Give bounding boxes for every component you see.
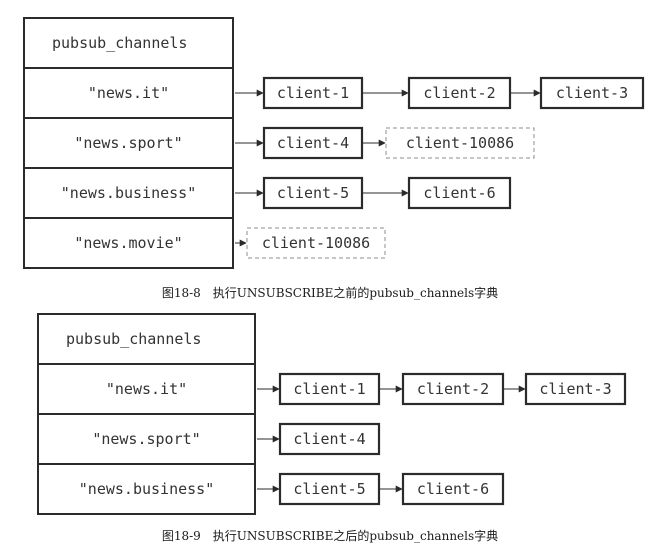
client-name: client-4	[277, 134, 349, 152]
client-name: client-4	[293, 430, 365, 448]
channel-cell	[37, 413, 256, 465]
client-name: client-2	[417, 380, 489, 398]
client-node-removed	[385, 127, 535, 159]
channel-key: "news.business"	[79, 480, 214, 498]
dict-header-cell	[37, 313, 256, 365]
client-node	[407, 176, 512, 210]
client-name: client-3	[556, 84, 628, 102]
channel-key: "news.it"	[106, 380, 187, 398]
client-name: client-5	[293, 480, 365, 498]
client-name: client-3	[539, 380, 611, 398]
figure-caption: 图18-8 执行UNSUBSCRIBE之前的pubsub_channels字典	[162, 285, 498, 300]
channel-key: "news.sport"	[74, 134, 182, 152]
client-node	[262, 126, 364, 160]
client-name: client-1	[293, 380, 365, 398]
channel-cell	[23, 167, 234, 219]
dict-label: pubsub_channels	[66, 330, 201, 348]
figure-caption: 图18-9 执行UNSUBSCRIBE之后的pubsub_channels字典	[162, 528, 498, 543]
channel-cell	[23, 217, 234, 269]
client-node	[262, 76, 364, 110]
diagram-2: pubsub_channels "news.it" client-1 client-2…	[37, 313, 627, 543]
client-name: client-10086	[406, 134, 514, 152]
client-name: client-5	[277, 184, 349, 202]
client-name: client-1	[277, 84, 349, 102]
dict-label: pubsub_channels	[52, 34, 187, 52]
client-name: client-10086	[262, 234, 370, 252]
channel-cell	[23, 67, 234, 119]
client-node	[278, 372, 381, 406]
client-node-removed	[246, 227, 386, 259]
channel-cell	[23, 117, 234, 169]
client-name: client-2	[423, 84, 495, 102]
channel-key: "news.it"	[88, 84, 169, 102]
client-node	[278, 472, 381, 506]
channel-key: "news.sport"	[92, 430, 200, 448]
dict-header-cell	[23, 17, 234, 69]
channel-cell	[37, 463, 256, 515]
client-node	[278, 422, 381, 456]
client-node	[401, 472, 505, 506]
client-node	[524, 372, 627, 406]
channel-key: "news.business"	[61, 184, 196, 202]
diagram-1: pubsub_channels "news.it" client-1 client-2…	[23, 17, 645, 300]
channel-key: "news.movie"	[74, 234, 182, 252]
client-name: client-6	[423, 184, 495, 202]
client-name: client-6	[417, 480, 489, 498]
client-node	[539, 76, 645, 110]
